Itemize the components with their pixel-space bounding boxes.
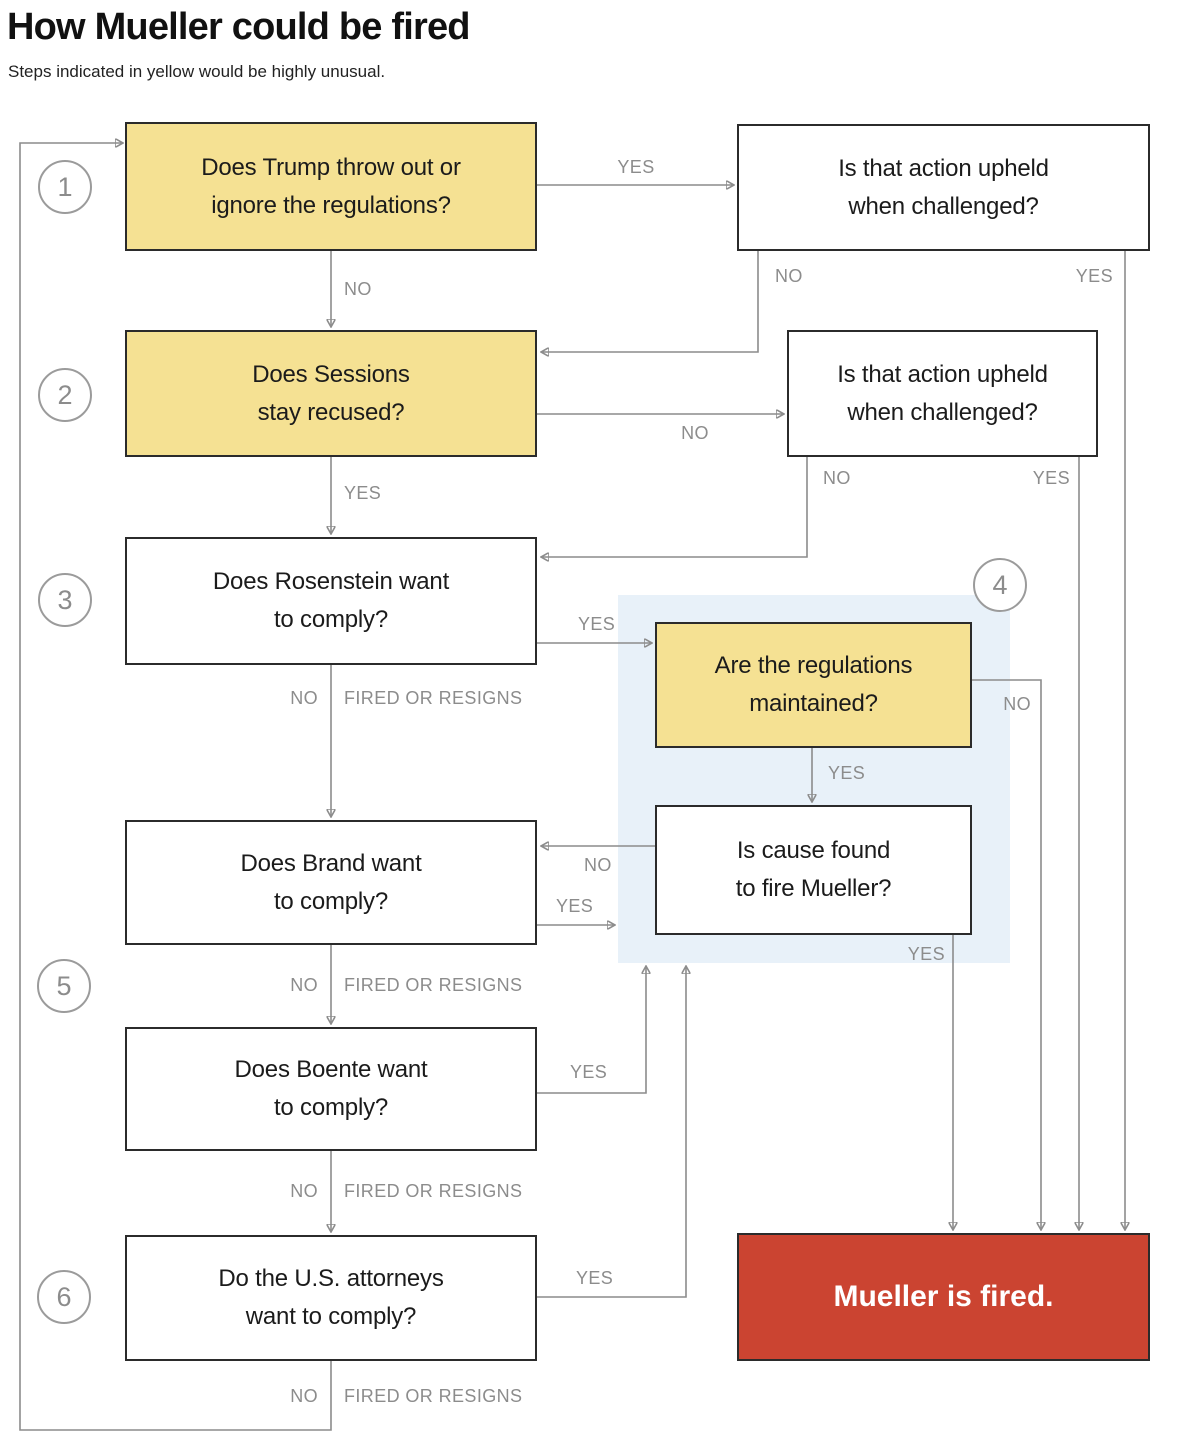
step-badge-1: 1: [38, 160, 92, 214]
edge-label-attorneys-yes: YES: [576, 1268, 614, 1288]
edge-label-boente-fired: FIRED OR RESIGNS: [344, 1181, 523, 1201]
edge-label-attorneys-no: NO: [290, 1386, 318, 1406]
edge-label-challenge-a-yes: YES: [1075, 266, 1113, 286]
edge-label-boente-yes: YES: [570, 1062, 608, 1082]
edge-label-challenge-b-yes: YES: [1032, 468, 1070, 488]
node-challenge-b: Is that action upheld when challenged?: [787, 330, 1098, 457]
node-cause-found: Is cause found to fire Mueller?: [655, 805, 972, 935]
step-badge-3: 3: [38, 573, 92, 627]
edge-label-rosenstein-fired: FIRED OR RESIGNS: [344, 688, 523, 708]
edge-label-brand-yes: YES: [556, 896, 594, 916]
edge-label-regulations-yes: YES: [828, 763, 866, 783]
edge-label-attorneys-fired: FIRED OR RESIGNS: [344, 1386, 523, 1406]
edge-label-brand-no: NO: [290, 975, 318, 995]
edge-label-rosenstein-no: NO: [290, 688, 318, 708]
step-badge-2: 2: [38, 368, 92, 422]
step-badge-6: 6: [37, 1270, 91, 1324]
edge-label-cause-no: NO: [584, 855, 612, 875]
edge-label-sessions-no: NO: [681, 423, 709, 443]
node-sessions-recused: Does Sessions stay recused?: [125, 330, 537, 457]
step-badge-4: 4: [973, 558, 1027, 612]
node-rosenstein-comply: Does Rosenstein want to comply?: [125, 537, 537, 665]
edge-label-challenge-b-no: NO: [823, 468, 851, 488]
node-boente-comply: Does Boente want to comply?: [125, 1027, 537, 1151]
page-subtitle: Steps indicated in yellow would be highl…: [8, 62, 386, 81]
edge-label-trump-no: NO: [344, 279, 372, 299]
node-trump-regulations: Does Trump throw out or ignore the regul…: [125, 122, 537, 251]
node-regulations-maintained: Are the regulations maintained?: [655, 622, 972, 748]
edge-label-trump-yes: YES: [617, 157, 655, 177]
edge-challenge-a-no: [541, 251, 759, 352]
node-brand-comply: Does Brand want to comply?: [125, 820, 537, 945]
edge-attorneys-yes: [537, 966, 686, 1298]
node-challenge-a: Is that action upheld when challenged?: [737, 124, 1150, 251]
edge-label-sessions-yes: YES: [344, 483, 382, 503]
edge-label-cause-yes: YES: [907, 944, 945, 964]
node-mueller-fired: Mueller is fired.: [737, 1233, 1150, 1361]
edge-challenge-b-no: [541, 457, 808, 557]
step-badge-5: 5: [37, 959, 91, 1013]
edge-label-regulations-no: NO: [1003, 694, 1031, 714]
edge-label-rosenstein-yes: YES: [578, 614, 616, 634]
edge-label-brand-fired: FIRED OR RESIGNS: [344, 975, 523, 995]
edge-label-challenge-a-no: NO: [775, 266, 803, 286]
edge-label-boente-no: NO: [290, 1181, 318, 1201]
node-us-attorneys-comply: Do the U.S. attorneys want to comply?: [125, 1235, 537, 1361]
page-title: How Mueller could be fired: [7, 6, 471, 48]
